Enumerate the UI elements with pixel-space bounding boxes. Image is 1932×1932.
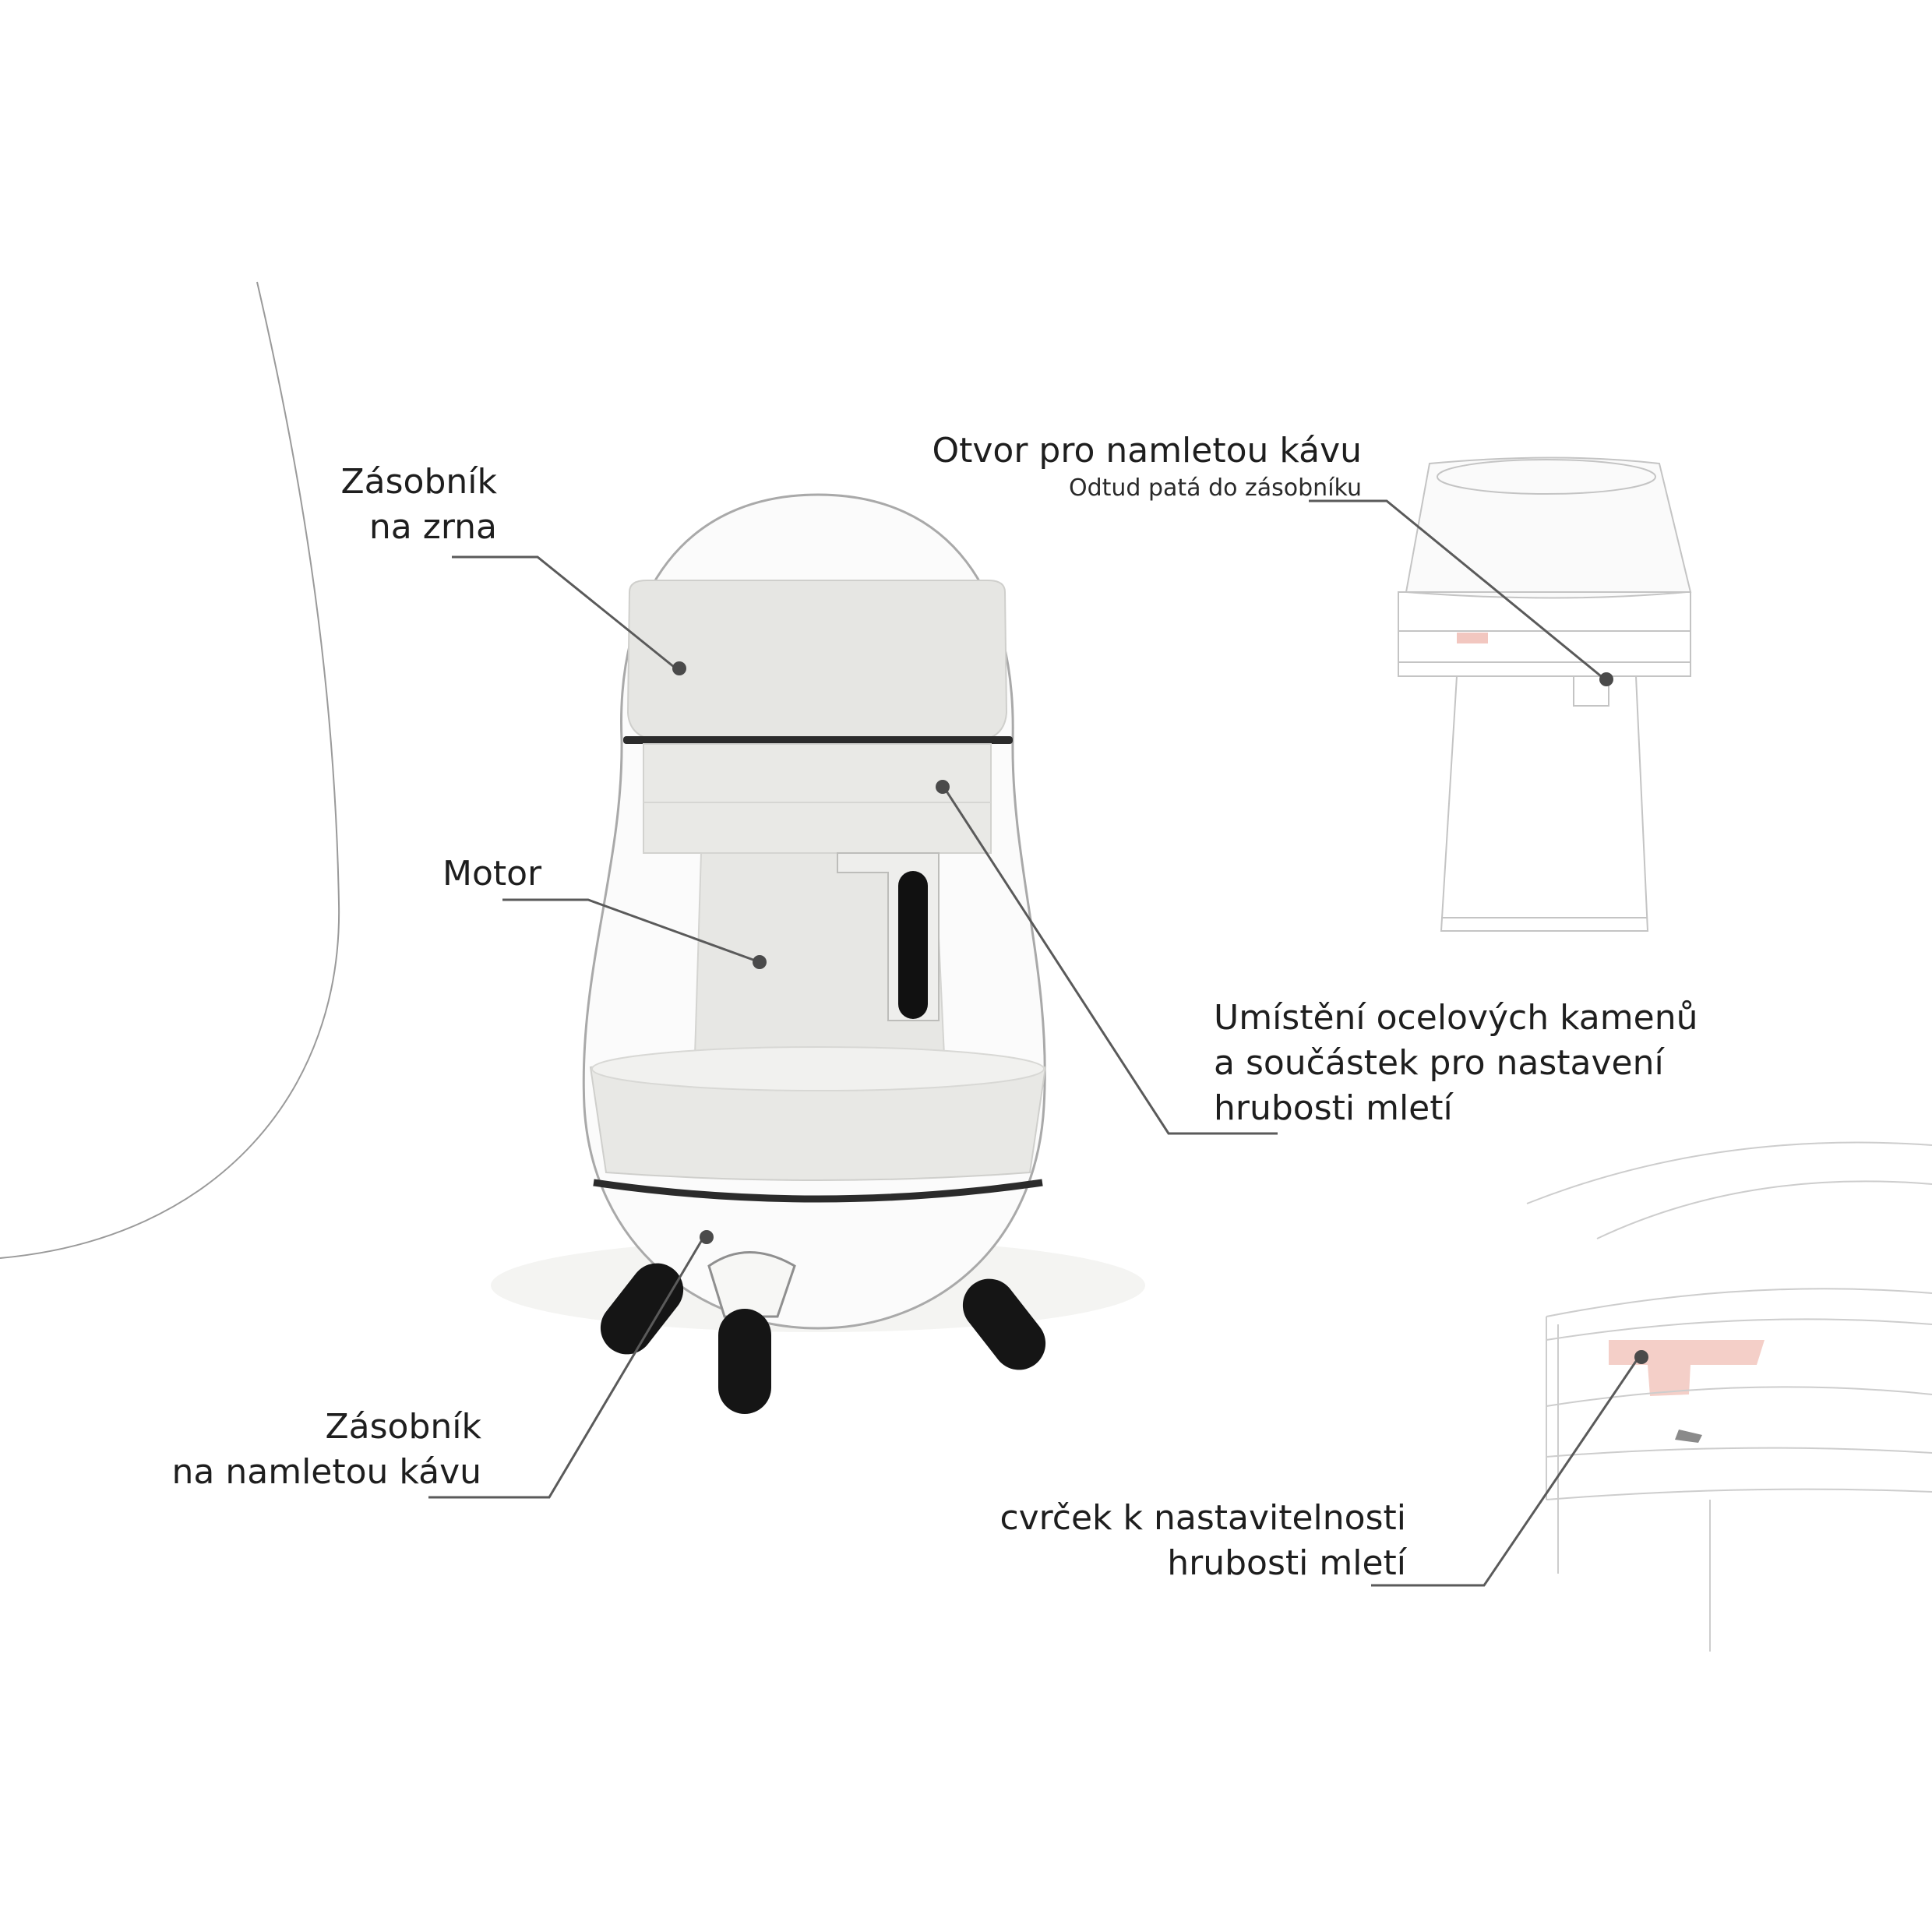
- label-bean-hopper: Zásobník na zrna: [341, 460, 497, 550]
- leader-dots: [672, 661, 1648, 1364]
- label-bean-hopper-line1: Zásobník: [340, 462, 497, 502]
- label-outlet-title: Otvor pro namletou kávu: [932, 431, 1362, 471]
- label-ground-hopper: Zásobník na namletou kávu: [172, 1405, 481, 1495]
- bean-hopper-block: [626, 580, 1008, 741]
- feet: [600, 1263, 1046, 1414]
- leader-motor: [502, 898, 760, 964]
- dot-outlet: [1599, 672, 1613, 686]
- leader-outlet: [1309, 499, 1606, 681]
- label-burr-placement: Umístění ocelových kamenů a součástek pr…: [1214, 996, 1698, 1131]
- chute-window: [898, 871, 928, 1019]
- leader-adjuster: [1371, 1355, 1641, 1587]
- wireframe-detail: [1526, 1141, 1932, 1652]
- label-burr-line3: hrubosti mletí: [1214, 1088, 1453, 1128]
- label-ground-hopper-line1: Zásobník: [325, 1407, 481, 1447]
- dot-ground-hopper: [700, 1230, 714, 1244]
- upper-ring: [623, 736, 1013, 744]
- background-curve: [0, 281, 340, 1259]
- dot-adjuster: [1634, 1350, 1648, 1364]
- dot-burr: [936, 780, 950, 794]
- label-ground-hopper-line2: na namletou kávu: [171, 1452, 481, 1492]
- leader-lines: [428, 499, 1641, 1587]
- label-adjuster-line1: cvrček k nastavitelnosti: [999, 1498, 1406, 1538]
- lower-ring: [593, 1179, 1043, 1203]
- label-adjuster: cvrček k nastavitelnosti hrubosti mletí: [999, 1496, 1406, 1586]
- foot-center: [718, 1309, 771, 1414]
- label-bean-hopper-line2: na zrna: [368, 507, 497, 547]
- outlet-accent: [1457, 633, 1488, 643]
- label-outlet-subtitle: Odtud patá do zásobníku: [1068, 474, 1362, 502]
- label-outlet: Otvor pro namletou kávu Odtud patá do zá…: [932, 428, 1362, 503]
- foot-left: [600, 1263, 684, 1355]
- wireframe-top: [1398, 457, 1692, 932]
- dot-motor: [753, 955, 767, 969]
- dot-bean-hopper: [672, 661, 686, 675]
- label-adjuster-line2: hrubosti mletí: [1167, 1543, 1406, 1583]
- ground-cup: [707, 1251, 796, 1318]
- leader-bean-hopper: [452, 555, 679, 672]
- label-motor-line1: Motor: [442, 854, 542, 894]
- foot-right: [962, 1278, 1046, 1370]
- leader-ground-hopper: [428, 1234, 707, 1499]
- label-motor: Motor: [442, 851, 541, 897]
- main-grinder: [582, 493, 1047, 1330]
- label-burr-line2: a součástek pro nastavení: [1214, 1043, 1664, 1083]
- leader-burr: [941, 784, 1278, 1135]
- burr-housing: [643, 743, 992, 854]
- label-burr-line1: Umístění ocelových kamenů: [1214, 998, 1698, 1038]
